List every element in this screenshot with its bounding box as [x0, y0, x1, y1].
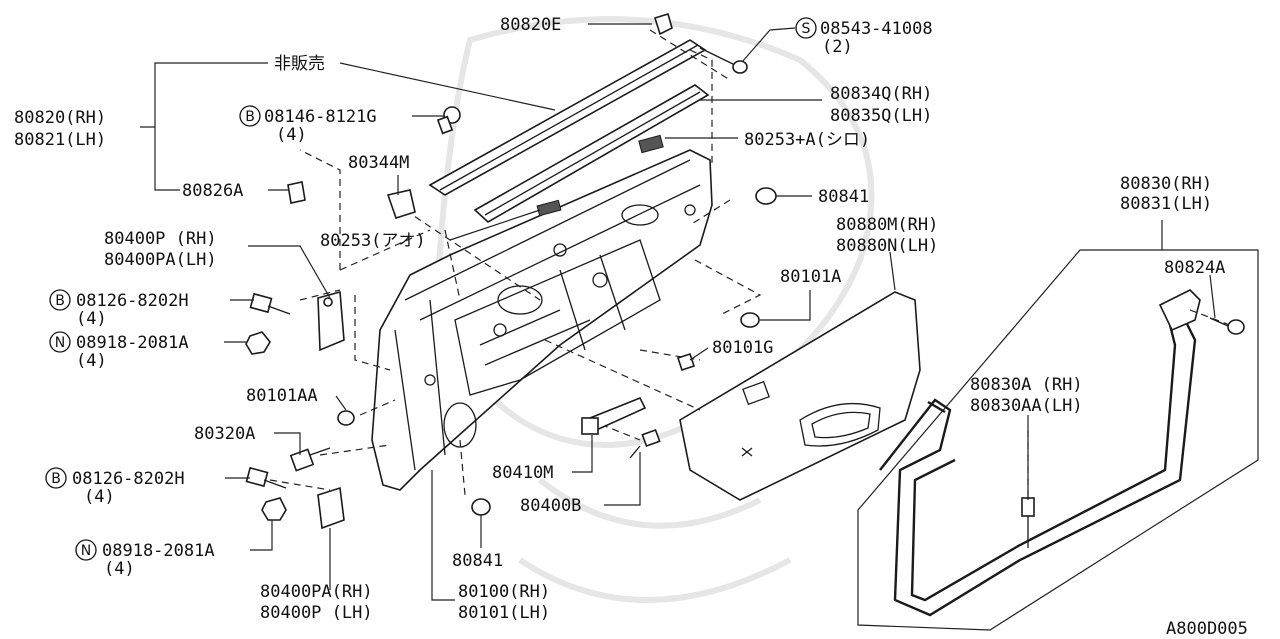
label-80400p-lh: 80400P (LH) — [260, 603, 373, 623]
label-80100-rh: 80100(RH) — [458, 582, 550, 602]
label-80841-top: 80841 — [818, 187, 869, 207]
badge-s: S — [795, 17, 817, 39]
door-trim-panel — [679, 291, 921, 501]
label-80880n-lh: 80880N(LH) — [836, 236, 938, 256]
label-80253a — [638, 134, 664, 154]
label-08126-lower-qty: (4) — [84, 487, 115, 507]
label-08918-lower: 08918-2081A — [102, 541, 215, 561]
label-08126-lower: 08126-8202H — [72, 469, 185, 489]
label-not-for-sale: 非販売 — [274, 54, 325, 74]
label-80831-lh: 80831(LH) — [1120, 194, 1212, 214]
label-80830-rh: 80830(RH) — [1120, 174, 1212, 194]
svg-text:N: N — [55, 335, 65, 351]
label-80835q-lh: 80835Q(LH) — [830, 106, 932, 126]
label-80830a-rh: 80830A (RH) — [970, 375, 1083, 395]
label-80253-ao: 80253(アオ) — [320, 231, 426, 251]
label-08126-upper: 08126-8202H — [76, 291, 189, 311]
bolt-08126-lower — [245, 466, 287, 489]
label-80841-bottom: 80841 — [452, 551, 503, 571]
label-08146-qty: (4) — [276, 125, 307, 145]
label-80400p-rh: 80400P (RH) — [104, 229, 217, 249]
label-08543-qty: (2) — [822, 37, 853, 57]
hinge-upper — [317, 290, 345, 352]
label-80101g: 80101G — [712, 338, 773, 358]
part-labels: 80820E 08543-41008 (2) 非販売 80820(RH) 808… — [14, 15, 1248, 639]
hardware-parts — [245, 12, 1245, 548]
label-80830aa-lh: 80830AA(LH) — [970, 396, 1083, 416]
hinge-lower — [317, 486, 345, 530]
label-80253a: 80253+A(シロ) — [744, 130, 870, 150]
label-80821-lh: 80821(LH) — [14, 130, 106, 150]
label-08126-upper-qty: (4) — [76, 309, 107, 329]
badge-n-08918-upper: N — [49, 331, 71, 353]
plug-80841-bottom — [471, 498, 491, 516]
bolt-80320a — [289, 447, 331, 472]
svg-text:B: B — [51, 471, 61, 487]
badge-b-08126-upper: B — [49, 289, 71, 311]
diagram-code: A800D005 — [1166, 619, 1248, 639]
door-shell — [371, 149, 713, 491]
label-80101a: 80101A — [780, 267, 841, 287]
bolt-08146 — [436, 106, 461, 135]
dashed-guides — [269, 29, 1231, 500]
door-weatherstrip — [879, 289, 1201, 617]
label-80400b: 80400B — [520, 496, 581, 516]
part-80344m — [386, 189, 416, 219]
label-08918-upper-qty: (4) — [76, 351, 107, 371]
label-80880m-rh: 80880M(RH) — [836, 215, 938, 235]
label-80820e: 80820E — [500, 15, 561, 35]
badge-b-08126-lower: B — [45, 467, 67, 489]
label-80410m: 80410M — [492, 463, 553, 483]
bolt-80400b — [629, 428, 661, 459]
svg-text:B: B — [55, 293, 65, 309]
label-80826a: 80826A — [182, 181, 243, 201]
label-80824a: 80824A — [1164, 258, 1225, 278]
check-link-80410m — [581, 396, 647, 435]
svg-text:B: B — [245, 109, 255, 125]
label-80400pa-lh: 80400PA(LH) — [104, 250, 217, 270]
label-80344m: 80344M — [348, 153, 409, 173]
nut-08918-lower — [261, 497, 287, 521]
badge-n-08918-lower: N — [75, 539, 97, 561]
plug-80101a — [740, 312, 760, 328]
label-80820-rh: 80820(RH) — [14, 108, 106, 128]
label-80101-lh: 80101(LH) — [458, 603, 550, 623]
stud-80830a — [1021, 497, 1035, 548]
svg-text:N: N — [81, 543, 91, 559]
clip-80824a — [1209, 317, 1245, 335]
label-80400pa-rh: 80400PA(RH) — [260, 582, 373, 602]
label-08543: 08543-41008 — [820, 19, 933, 39]
label-08146: 08146-8121G — [264, 107, 377, 127]
part-80826a — [287, 181, 306, 204]
plug-80101aa — [337, 410, 355, 426]
svg-text:S: S — [802, 21, 811, 37]
screw-08543 — [699, 47, 748, 74]
bolt-08126-upper — [249, 292, 291, 315]
label-80320a: 80320A — [194, 424, 255, 444]
label-08918-upper: 08918-2081A — [76, 333, 189, 353]
badge-b-08146: B — [239, 105, 261, 127]
leader-lines — [140, 23, 1216, 601]
plug-80841-top — [755, 187, 777, 205]
label-80101aa: 80101AA — [246, 386, 318, 406]
clip-80820e — [653, 12, 673, 36]
label-80834q-rh: 80834Q(RH) — [830, 84, 932, 104]
label-08918-lower-qty: (4) — [104, 559, 135, 579]
part-80101g — [676, 352, 696, 372]
weatherstrip-box — [857, 249, 1259, 631]
nut-08918-upper — [245, 331, 271, 355]
